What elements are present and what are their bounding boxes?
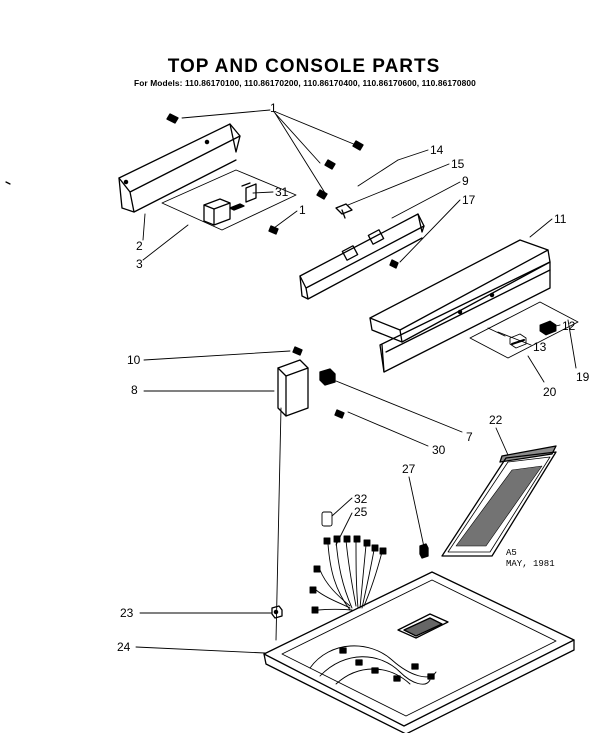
callout-30: 30 [432, 443, 446, 457]
callout-1: 1 [270, 101, 277, 115]
callout-1-motor: 1 [299, 203, 306, 217]
callout-17: 17 [462, 193, 476, 207]
rear-bracket [118, 123, 241, 213]
callout-19: 19 [576, 370, 590, 384]
console-panel [369, 239, 551, 373]
callout-23: 23 [120, 606, 134, 620]
timer-assembly [161, 169, 297, 231]
callout-32: 32 [354, 492, 368, 506]
callout-27: 27 [402, 462, 416, 476]
callout-20: 20 [543, 385, 557, 399]
switch-rail [299, 203, 425, 300]
revision-date: MAY, 1981 [506, 559, 555, 569]
model-numbers: For Models: 110.86170100, 110.86170200, … [134, 78, 476, 88]
revision-code: A5 [506, 548, 517, 558]
lint-screen [441, 445, 557, 557]
callout-9: 9 [462, 174, 469, 188]
revision-stamp: A5 MAY, 1981 [506, 548, 555, 570]
callout-31: 31 [275, 185, 289, 199]
leader-lines [135, 109, 577, 654]
callout-22: 22 [489, 413, 503, 427]
callout-3: 3 [136, 257, 143, 271]
knob-plate [469, 301, 579, 359]
callout-11: 11 [554, 212, 567, 226]
wire-harness [309, 511, 387, 614]
screw-icons [166, 113, 399, 419]
callout-25: 25 [354, 505, 368, 519]
callout-15: 15 [451, 157, 465, 171]
callout-14: 14 [430, 143, 444, 157]
callout-8: 8 [131, 383, 138, 397]
callout-24: 24 [117, 640, 131, 654]
diagram-title: TOP AND CONSOLE PARTS [167, 56, 441, 77]
edge-mark [5, 181, 11, 185]
dryer-top [263, 543, 575, 733]
callout-13: 13 [533, 340, 547, 354]
callout-10: 10 [127, 353, 141, 367]
door-switch-housing [277, 359, 336, 417]
callout-7: 7 [466, 430, 473, 444]
callout-2: 2 [136, 239, 143, 253]
